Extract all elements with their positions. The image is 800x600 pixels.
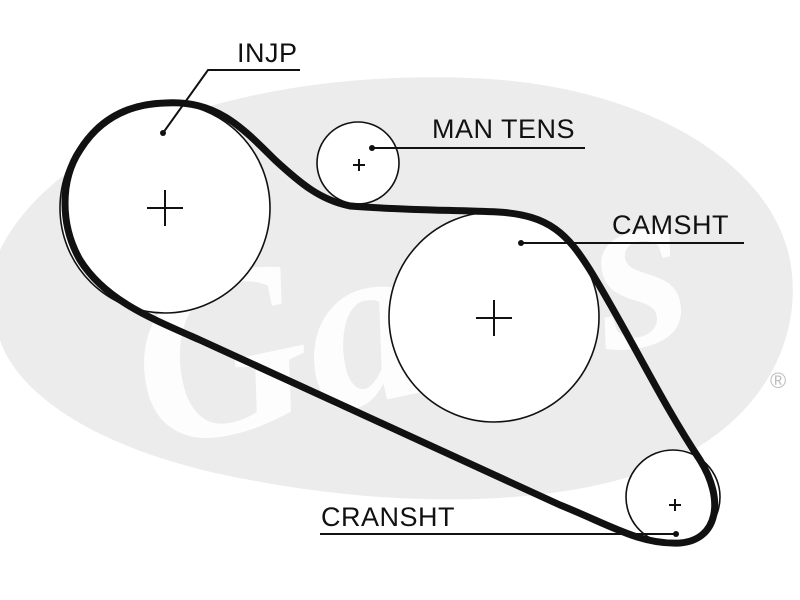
- injp-leader: [162, 69, 300, 134]
- leader-lines: [160, 69, 744, 537]
- pulley-centers: [147, 159, 681, 511]
- injp-label: INJP: [237, 38, 298, 68]
- man-tens-label: MAN TENS: [432, 114, 575, 144]
- cransht-label: CRANSHT: [321, 502, 455, 532]
- timing-belt: [61, 99, 719, 547]
- crankshaft-center-cross: [669, 499, 681, 511]
- registered-mark: ®: [770, 368, 786, 393]
- tensioner-center-cross: [353, 159, 365, 171]
- injection-pump-center-cross: [147, 190, 183, 226]
- camsht-label: CAMSHT: [612, 210, 729, 240]
- camshaft-center-cross: [476, 300, 512, 336]
- labels: INJP MAN TENS CAMSHT CRANSHT: [237, 38, 729, 532]
